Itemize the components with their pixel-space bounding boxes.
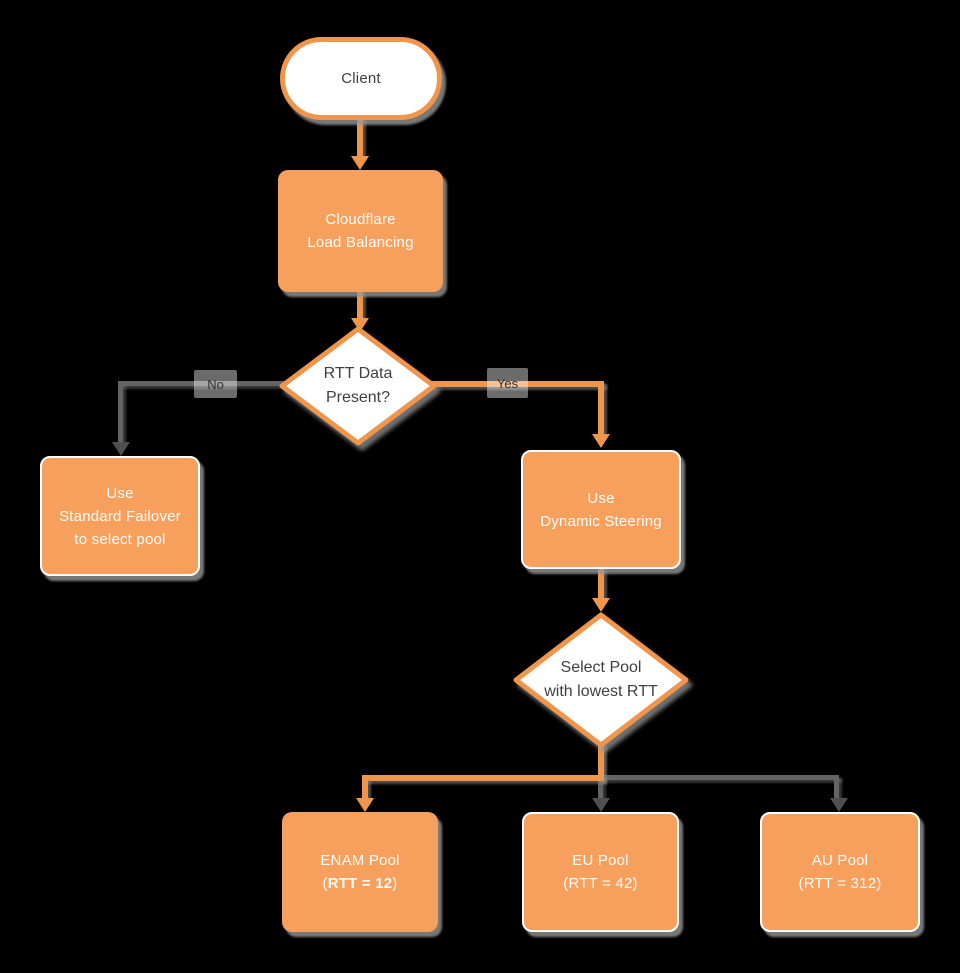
node-dynamic-steering: Use Dynamic Steering [521,450,681,569]
node-au-pool-line1: AU Pool [811,852,869,869]
node-enam-pool-line1: ENAM Pool [320,852,400,869]
node-load-balancing: Cloudflare Load Balancing [278,170,443,292]
node-enam-pool-line2: (RTT = 12) [322,875,398,892]
arrowhead-into-selectpool-icon [592,598,610,612]
node-standard-failover: Use Standard Failover to select pool [40,456,200,576]
node-select-pool-line1: Select Pool [560,659,642,676]
arrowhead-into-eu-icon [592,798,610,812]
node-eu-pool-line1: EU Pool [572,852,629,869]
node-eu-pool: EU Pool (RTT = 42) [522,812,679,932]
edge-label-yes: Yes [487,368,528,398]
decision-diamond-shape [513,612,689,748]
node-select-pool-decision: Select Pool with lowest RTT [512,611,690,749]
arrowhead-into-loadbalancing-icon [351,156,369,170]
node-client-label: Client [341,70,381,87]
edge-selectpool-to-enam-horizontal [362,775,604,781]
edge-decision-to-steering-horizontal [430,381,604,387]
node-eu-pool-line2: (RTT = 42) [563,875,638,892]
edge-steering-to-selectpool [598,566,604,600]
arrowhead-into-steering-icon [592,434,610,448]
arrowhead-into-au-icon [830,798,848,812]
edge-selectpool-to-enam-vertical [362,777,368,798]
node-client: Client [280,37,442,120]
node-au-pool-line2: (RTT = 312) [798,875,882,892]
node-select-pool-line2: with lowest RTT [544,683,658,700]
edge-loadbalancing-to-decision [357,290,363,320]
edge-label-no: No [194,370,237,398]
node-au-pool: AU Pool (RTT = 312) [760,812,920,932]
edge-selectpool-to-au-vertical [834,775,839,798]
node-rtt-decision-line2: Present? [325,389,391,406]
node-dynamic-steering-line2: Dynamic Steering [540,512,662,530]
edge-selectpool-down [598,742,604,781]
node-rtt-decision-line1: RTT Data [323,365,393,382]
node-enam-pool: ENAM Pool (RTT = 12) [282,812,438,932]
edge-decision-to-failover-vertical [118,381,123,443]
node-rtt-decision: RTT Data Present? [278,325,438,447]
decision-diamond-shape [279,326,437,446]
edge-decision-to-steering-vertical [598,381,604,436]
node-enam-pool-rtt-value: RTT = 12 [327,875,393,892]
arrowhead-into-enam-icon [356,798,374,812]
edge-selectpool-to-au-horizontal [601,775,839,780]
node-load-balancing-line1: Cloudflare [325,211,396,228]
arrowhead-into-failover-icon [112,442,130,456]
edge-decision-to-failover-horizontal [118,381,286,386]
node-standard-failover-line1: Use [106,484,134,502]
node-standard-failover-line3: to select pool [74,530,166,548]
node-dynamic-steering-line1: Use [587,489,615,507]
node-standard-failover-line2: Standard Failover [59,507,181,525]
node-load-balancing-line2: Load Balancing [307,234,414,251]
edge-client-to-loadbalancing [357,114,363,158]
